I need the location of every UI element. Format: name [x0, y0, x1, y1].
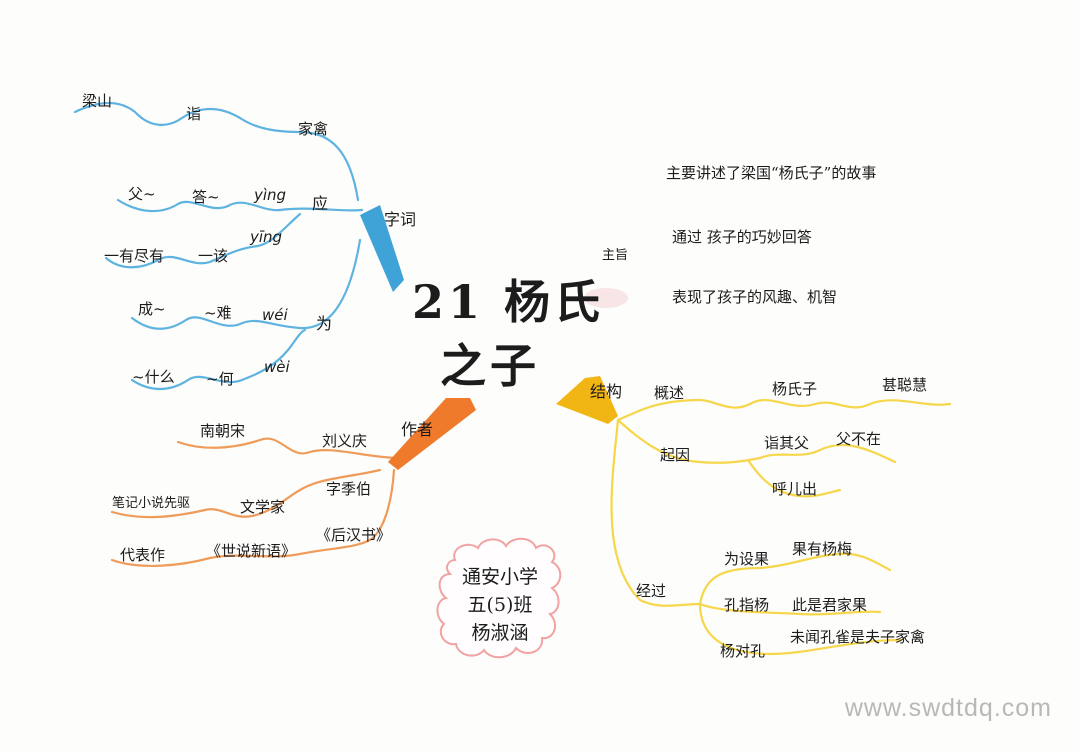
structure-kong: 孔指杨: [724, 596, 770, 614]
vocab-wei-shenme: ~什么: [132, 368, 175, 386]
signature-class: 五(5)班: [467, 594, 533, 616]
structure-cause: 起因: [660, 446, 691, 464]
structure-clever: 甚聪慧: [882, 376, 928, 394]
structure-visit: 诣其父: [764, 434, 810, 452]
page-title-line1: 21 杨氏: [412, 275, 605, 329]
structure-branch-lines: [610, 398, 952, 656]
vocab-wei-pinyin-4: wèi: [264, 358, 290, 376]
watermark: www.swdtdq.com: [844, 694, 1052, 722]
author-identity: 文学家: [240, 498, 286, 516]
structure-yang-words: 未闻孔雀是夫子家禽: [790, 628, 926, 646]
vocab-branch-label: 字词: [384, 210, 417, 229]
vocab-branch-lines: [73, 102, 364, 391]
vocab-wei-char: 为: [316, 314, 333, 333]
author-pioneer: 笔记小说先驱: [112, 496, 191, 511]
author-works-label: 代表作: [120, 546, 166, 564]
vocab-cheng-wei: 成~: [138, 300, 166, 318]
vocab-liangshan: 梁山: [82, 92, 113, 110]
vocab-yi-gai: 一该: [198, 247, 229, 265]
structure-process: 经过: [636, 582, 667, 600]
structure-yang: 杨对孔: [720, 642, 766, 660]
signature-cloud: [436, 537, 562, 659]
structure-branch-label: 结构: [590, 382, 623, 401]
vocab-ying-char: 应: [312, 194, 329, 213]
author-name: 刘义庆: [322, 432, 368, 450]
structure-overview: 概述: [654, 384, 685, 402]
author-branch-lines: [110, 437, 397, 567]
structure-set-fruit: 为设果: [724, 550, 770, 568]
signature-school: 通安小学: [461, 566, 538, 588]
page-title-line2: 之子: [440, 339, 540, 393]
author-work-shishuo: 《世说新语》: [206, 542, 297, 560]
theme-line-2: 通过 孩子的巧妙回答: [672, 228, 812, 246]
vocab-yi-you-jin-you: 一有尽有: [104, 247, 165, 265]
vocab-ying-pinyin-1: yīng: [250, 228, 283, 246]
vocab-yi: 诣: [186, 105, 202, 123]
vocab-wei-he: ~何: [206, 370, 234, 388]
structure-connector: [556, 376, 618, 424]
vocab-connector: [360, 205, 404, 292]
author-style-name: 字季伯: [326, 480, 372, 498]
structure-kong-words: 此是君家果: [792, 596, 868, 614]
vocab-wei-pinyin-2: wéi: [262, 306, 288, 324]
author-work-houhanshu: 《后汉书》: [316, 526, 392, 544]
structure-yangshizi: 杨氏子: [772, 380, 818, 398]
vocab-jiaqin: 家禽: [298, 120, 329, 138]
vocab-wei-nan: ~难: [204, 304, 232, 322]
author-connector: [388, 398, 476, 470]
vocab-ying-pinyin-4: yìng: [254, 186, 287, 204]
vocab-fu-ying: 父~: [128, 185, 156, 203]
author-branch-label: 作者: [401, 420, 434, 439]
structure-call: 呼儿出: [772, 480, 818, 498]
theme-smudge: [584, 288, 628, 308]
theme-branch-label: 主旨: [602, 248, 629, 263]
structure-bayberry: 果有杨梅: [792, 540, 853, 558]
signature-author: 杨淑涵: [471, 622, 529, 644]
author-era: 南朝宋: [200, 422, 246, 440]
vocab-da-ying: 答~: [192, 188, 220, 206]
theme-line-3: 表现了孩子的风趣、机智: [672, 288, 838, 306]
structure-absent: 父不在: [836, 430, 882, 448]
theme-line-1: 主要讲述了梁国“杨氏子”的故事: [666, 164, 877, 182]
